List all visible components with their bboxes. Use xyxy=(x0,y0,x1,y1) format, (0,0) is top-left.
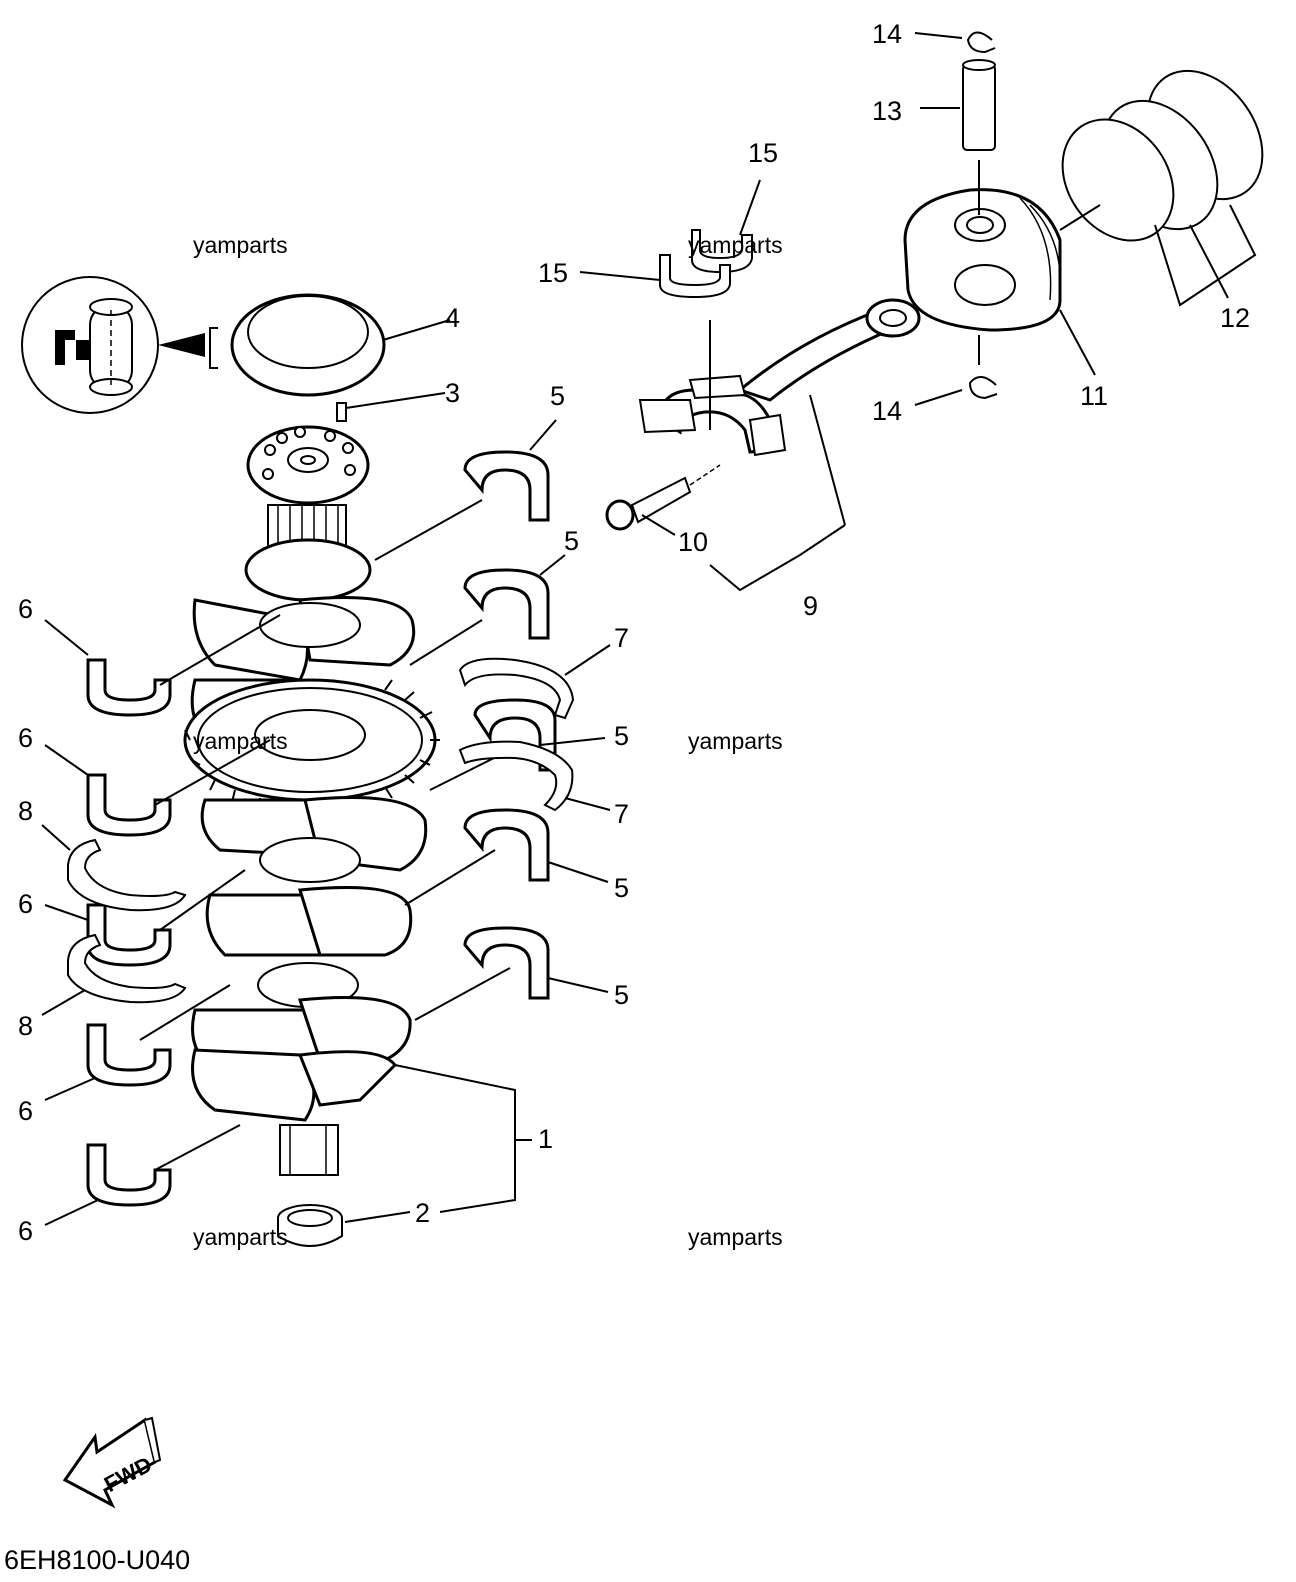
callout-8b: 8 xyxy=(18,1011,33,1041)
callout-8a: 8 xyxy=(18,796,33,826)
main-bearing-lower-2 xyxy=(44,739,271,837)
callout-5c: 5 xyxy=(614,721,629,751)
callout-5e: 5 xyxy=(614,980,629,1010)
crankshaft xyxy=(183,425,440,1176)
callout-12: 12 xyxy=(1220,303,1250,333)
dowel-pin xyxy=(336,392,446,422)
watermark-4: yamparts xyxy=(688,728,783,754)
assembly-bracket xyxy=(344,1064,532,1223)
callout-6b: 6 xyxy=(18,723,33,753)
piston xyxy=(903,188,1096,376)
callout-13: 13 xyxy=(872,96,902,126)
callout-10: 10 xyxy=(678,527,708,557)
callout-14b: 14 xyxy=(872,396,902,426)
callout-14a: 14 xyxy=(872,19,902,49)
main-bearing-lower-4 xyxy=(44,984,231,1101)
conrod-bearing-upper xyxy=(691,179,761,274)
thrust-washer-lower xyxy=(458,740,611,812)
fwd-arrow: FWD xyxy=(62,1416,162,1509)
callout-5a: 5 xyxy=(550,381,565,411)
callout-2: 2 xyxy=(415,1198,430,1228)
main-bearing-lower-5 xyxy=(44,1124,241,1226)
diagram-code: 6EH8100-U040 xyxy=(4,1545,190,1575)
connecting-rod xyxy=(638,298,921,592)
watermark-3: yamparts xyxy=(193,728,288,754)
piston-rings xyxy=(1059,69,1264,307)
main-bearing-upper-4 xyxy=(404,808,609,906)
main-bearing-lower-3 xyxy=(44,869,246,967)
callout-1: 1 xyxy=(538,1124,553,1154)
detail-inset xyxy=(21,276,218,414)
thrust-washer-left-2 xyxy=(41,933,187,1016)
conrod-bearing-lower xyxy=(579,254,731,299)
main-bearing-upper-1 xyxy=(374,419,557,561)
main-bearing-upper-5 xyxy=(414,926,609,1021)
callout-11: 11 xyxy=(1080,381,1108,411)
callout-5d: 5 xyxy=(614,873,629,903)
bush xyxy=(277,1204,343,1247)
thrust-washer-upper xyxy=(458,644,611,720)
watermark-2: yamparts xyxy=(688,232,783,258)
oil-seal xyxy=(230,293,451,397)
conrod-bolt xyxy=(605,464,721,536)
callout-3: 3 xyxy=(445,378,460,408)
callout-7b: 7 xyxy=(614,799,629,829)
circlip-lower xyxy=(914,335,998,406)
callout-7a: 7 xyxy=(614,623,629,653)
watermark-1: yamparts xyxy=(193,232,288,258)
thrust-washer-left-1 xyxy=(41,824,187,912)
main-bearing-lower-1 xyxy=(44,614,281,717)
main-bearing-upper-2 xyxy=(409,554,566,666)
callout-6a: 6 xyxy=(18,594,33,624)
callout-6e: 6 xyxy=(18,1216,33,1246)
callout-5b: 5 xyxy=(564,526,579,556)
callout-15a: 15 xyxy=(748,138,778,168)
circlip-upper xyxy=(914,31,996,54)
callout-6d: 6 xyxy=(18,1096,33,1126)
callout-9: 9 xyxy=(803,591,818,621)
watermark-6: yamparts xyxy=(688,1224,783,1250)
callout-15b: 15 xyxy=(538,258,568,288)
callout-6c: 6 xyxy=(18,889,33,919)
callout-4: 4 xyxy=(445,303,460,333)
piston-pin xyxy=(920,59,996,215)
watermark-5: yamparts xyxy=(193,1224,288,1250)
